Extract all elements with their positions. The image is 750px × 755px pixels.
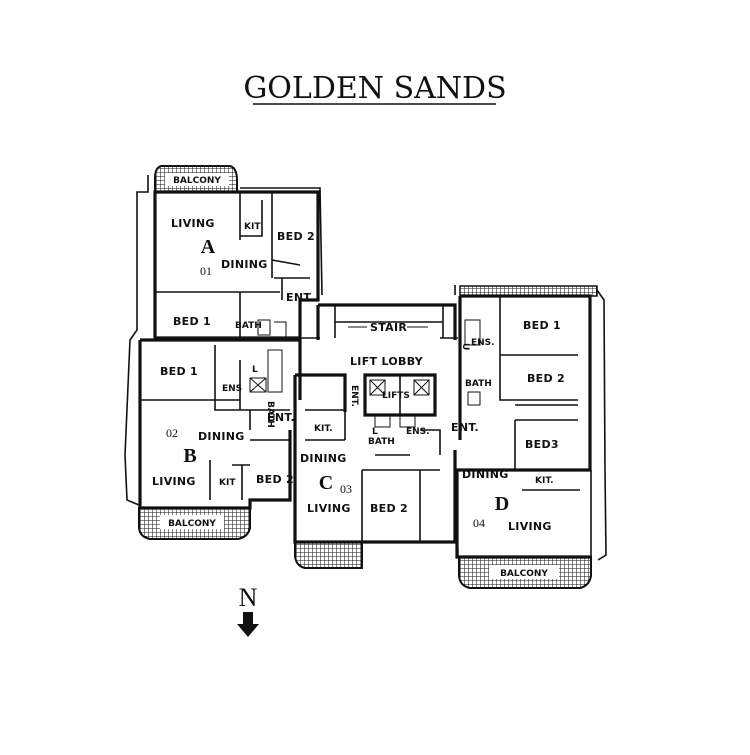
room-c-living: LIVING — [307, 502, 351, 515]
stair-label: STAIR — [370, 321, 407, 334]
lift-lobby-label: LIFT LOBBY — [350, 355, 424, 368]
unit-a-letter: A — [201, 236, 216, 258]
unit-b-letter: B — [183, 445, 196, 467]
room-a-bed2: BED 2 — [277, 230, 315, 243]
south-arrow-icon — [237, 612, 259, 637]
building-title: GOLDEN SANDS — [243, 71, 506, 106]
balcony-d-label: BALCONY — [500, 569, 548, 579]
unit-d-number: 04 — [473, 516, 485, 530]
room-d-kit: KIT. — [535, 476, 554, 486]
room-d-bed2: BED 2 — [527, 372, 565, 385]
unit-a-number: 01 — [200, 264, 212, 278]
unit-b-number: 02 — [166, 426, 178, 440]
room-c-bed2: BED 2 — [370, 502, 408, 515]
balcony-c — [294, 541, 363, 569]
balcony-b-label: BALCONY — [168, 519, 216, 529]
room-d-ens: ENS. — [471, 338, 495, 348]
room-c-ens: ENS. — [406, 427, 430, 437]
balcony-d-top-strip — [459, 285, 598, 297]
room-b-bed2: BED 2 — [256, 473, 294, 486]
unit-a: LIVING KIT BED 2 A DINING 01 ENT. BED 1 … — [153, 190, 320, 340]
unit-b: BED 1 ENS L BATH ENT. 02 DINING B LIVING… — [138, 338, 302, 510]
unit-c: ENT. KIT. L BATH ENS. DINING C 03 LIVING… — [293, 373, 457, 544]
room-c-l: L — [372, 427, 378, 437]
unit-d-letter: D — [495, 493, 509, 515]
compass: N — [237, 583, 259, 637]
room-a-dining: DINING — [221, 258, 268, 271]
room-d-living: LIVING — [508, 520, 552, 533]
room-c-ent: ENT. — [349, 385, 359, 407]
room-a-kit: KIT — [244, 222, 261, 232]
room-a-ent: ENT. — [286, 291, 314, 304]
room-b-ens: ENS — [222, 384, 242, 394]
room-d-bed3: BED3 — [525, 438, 559, 451]
unit-d: BED 1 U ENS. BED 2 BATH ENT. BED3 DINING… — [451, 294, 592, 559]
compass-label: N — [239, 583, 258, 612]
balcony-d: BALCONY — [458, 556, 592, 589]
balcony-a-label: BALCONY — [173, 176, 221, 186]
room-b-kit: KIT — [219, 478, 236, 488]
room-b-l: L — [252, 365, 258, 375]
room-a-bath: BATH — [235, 321, 262, 331]
room-d-ent: ENT. — [451, 421, 479, 434]
room-b-bath: BATH — [265, 401, 275, 428]
room-d-bed1: BED 1 — [523, 319, 561, 332]
room-d-dining: DINING — [462, 468, 509, 481]
room-c-kit: KIT. — [314, 424, 333, 434]
room-c-bath: BATH — [368, 437, 395, 447]
room-c-dining: DINING — [300, 452, 347, 465]
room-b-living: LIVING — [152, 475, 196, 488]
unit-c-letter: C — [319, 472, 333, 494]
room-d-u: U — [460, 343, 470, 350]
room-d-bath: BATH — [465, 379, 492, 389]
room-a-living: LIVING — [171, 217, 215, 230]
room-b-ent: ENT. — [267, 411, 295, 424]
lifts-label: LIFTS — [382, 391, 410, 401]
balcony-b: BALCONY — [138, 507, 251, 540]
room-a-bed1: BED 1 — [173, 315, 211, 328]
balcony-a: BALCONY — [154, 165, 238, 193]
room-b-dining: DINING — [198, 430, 245, 443]
room-b-bed1: BED 1 — [160, 365, 198, 378]
core: STAIR LIFT LOBBY LIFTS — [300, 303, 458, 428]
unit-c-number: 03 — [340, 482, 352, 496]
